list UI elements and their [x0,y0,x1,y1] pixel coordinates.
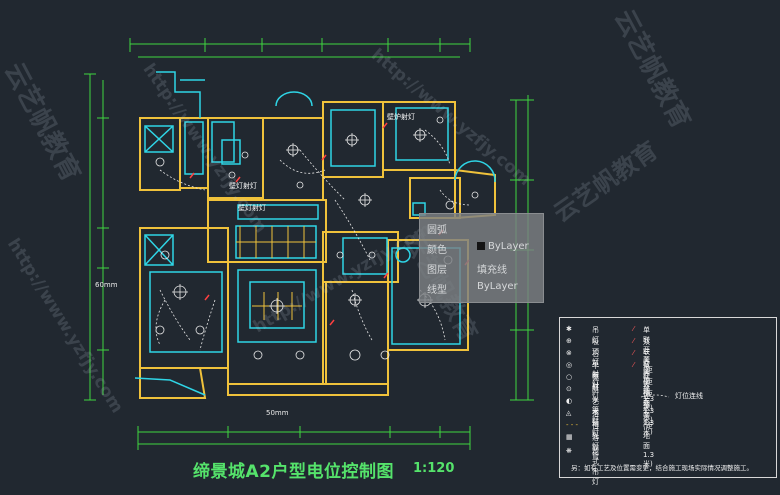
switch-icon: ⁄ [633,361,635,369]
switch-icon: ⁄ [633,349,635,357]
chandelier-icon: ✱ [566,325,572,333]
downlight-icon: ○ [566,373,573,381]
legend-switch-type: 单联双控开关 [643,362,650,420]
legend-item-name: 防水筒灯 [592,386,599,424]
legend-switch-type: 三联开关 [643,350,650,388]
ceiling-light-icon: ⊕ [566,337,572,345]
tooltip-key: 线型 [427,285,447,296]
legend-switch-type: 双联开关 [643,338,650,376]
room-label: 壁灯射灯 [238,204,266,212]
bullseye-spotlight-icon: ◎ [566,361,573,369]
tooltip-row-type: 圆弧 [420,218,543,236]
legend-switch-name: 三联开关(距地面1.3米) [643,349,654,437]
bath-heater-icon: ▦ [566,433,573,441]
dimension-label-vertical: 60mm [95,281,118,289]
wiring-line-sample [640,394,670,398]
waterproof-downlight-icon: ⊙ [566,385,572,393]
tooltip-row-linetype: 线型 ByLayer [420,278,543,296]
floor-lamp-icon: ◬ [566,409,572,417]
tooltip-row-color: 颜色 ByLayer [420,238,543,256]
dimension-label-horizontal: 50mm [266,409,289,417]
legend-item-name: 落地灯 [592,410,599,438]
decorative-chandelier-icon: ❋ [566,447,572,455]
tooltip-value-text: ByLayer [488,241,529,252]
legend-item-name: 石英射灯 [592,350,599,388]
tooltip-key: 圆弧 [427,225,447,236]
legend-switch-height: (距地面1.3米) [643,366,655,412]
legend-item-name: 牛眼射灯 [592,362,599,400]
legend-switch-name: 单联开关 (距地面1.3米) [643,325,654,413]
tooltip-key: 图层 [427,265,447,276]
tooltip-value: 填充线 [477,265,507,276]
legend-switch-name: 双联开关(距地面1.3米) [643,337,654,425]
legend-switch-height: (距地面1.3米) [643,422,655,468]
legend-item-name: 浴霸 [592,434,599,452]
legend-item-name: 吸顶灯 [592,338,599,366]
legend-switch-height: (距地面1.3米) [643,390,655,436]
object-properties-tooltip: 圆弧 颜色 ByLayer 图层 填充线 线型 ByLayer [419,213,544,303]
legend-item-name: 吊灯 [592,326,599,344]
legend-line-label: 灯位连线 [675,392,703,400]
fluorescent-tube-icon: - - - [566,421,579,429]
drawing-title: 缔景城A2户型电位控制图 [193,462,394,482]
tooltip-key: 颜色 [427,245,447,256]
legend-table: ✱ 吊灯 ⁄ 单联开关(距地面1.3米) ⊕ 吸顶灯 ⁄ 双联开关(距地面1.3… [559,317,777,486]
room-label: 壁炉射灯 [387,113,415,121]
tooltip-row-layer: 图层 填充线 [420,258,543,276]
quartz-spotlight-icon: ⊗ [566,349,572,357]
tooltip-value: ByLayer [477,241,529,252]
legend-item-name: 花式吊灯 [592,448,599,486]
legend-switch-height: (距地面1.3米) [643,378,655,424]
room-label: 壁灯射灯 [229,182,257,190]
legend-switch-name: 单联双控开关(距地面1.3米) [643,361,654,469]
tooltip-value: ByLayer [477,281,518,292]
legend-note: 另：如有工艺及位置需变更，结合施工现场实际情况调整施工。 [571,464,753,472]
legend-item-name: 日光灯管 [592,422,599,460]
switch-icon: ⁄ [633,337,635,345]
drawing-scale: 1:120 [413,461,455,476]
color-swatch [477,242,485,250]
legend-switch-type: 单联开关 [643,326,650,364]
switch-icon: ⁄ [633,325,635,333]
walls [139,101,496,399]
legend-item-name: 艺术壁灯 [592,398,599,436]
wall-lamp-icon: ◐ [566,397,573,405]
legend-item-name: 筒灯 [592,374,599,392]
